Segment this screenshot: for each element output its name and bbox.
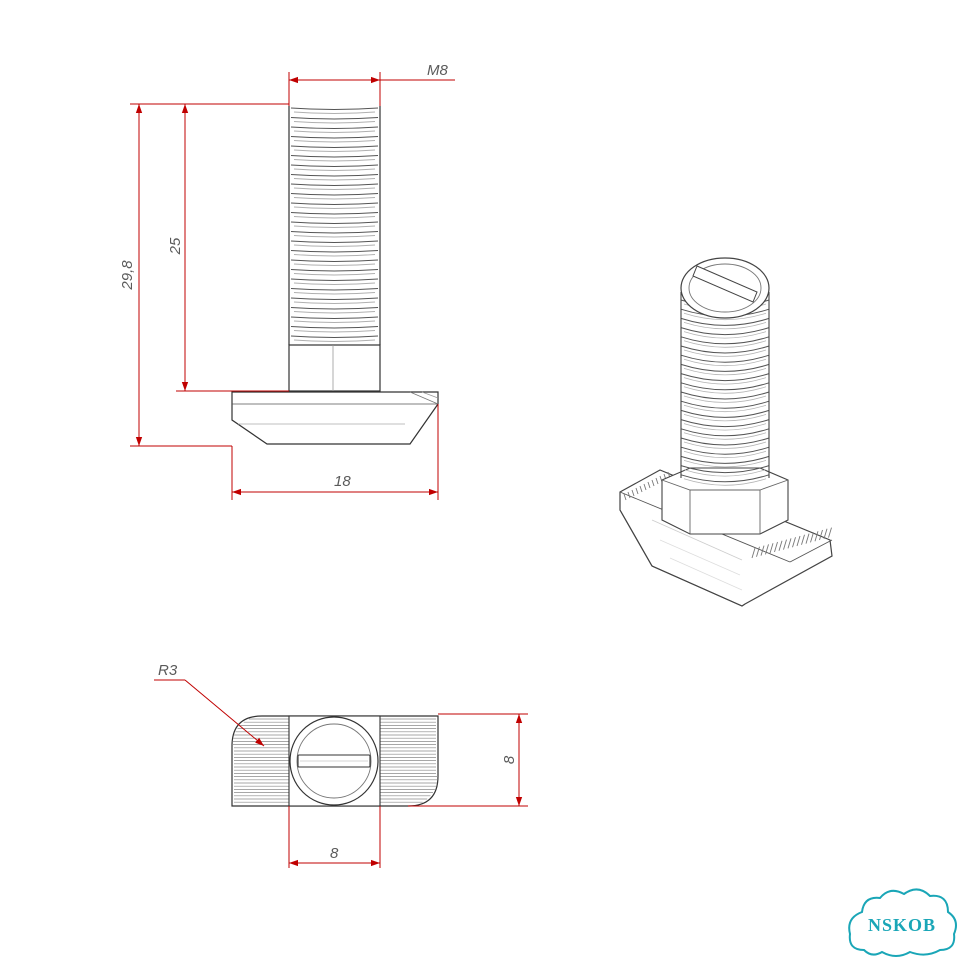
- bolt-neck: [288, 344, 381, 392]
- iso-hex-neck: [661, 467, 789, 535]
- cloud-badge-icon: [848, 888, 957, 957]
- dim-total-height-label: 29,8: [119, 260, 136, 291]
- logo-text: NSKOB: [868, 915, 936, 935]
- dim-radius-label: R3: [158, 662, 178, 679]
- iso-thread: [680, 299, 770, 486]
- thread-shank: [290, 107, 379, 342]
- top-dimensions: [154, 679, 528, 868]
- front-view: [231, 106, 439, 445]
- t-head: [231, 391, 439, 445]
- brand-logo: NSKOB: [848, 888, 957, 957]
- dim-shank-width-label: 8: [330, 845, 339, 862]
- top-view: [231, 715, 439, 807]
- isometric-view: [619, 257, 833, 607]
- dim-thread-label: M8: [427, 62, 448, 79]
- dim-head-depth-label: 8: [501, 755, 518, 764]
- front-dimensions: [130, 72, 455, 500]
- dim-shank-length-label: 25: [167, 237, 184, 255]
- iso-slot: [692, 265, 758, 303]
- dim-head-width-label: 18: [334, 473, 351, 490]
- iso-serrations: [623, 471, 832, 559]
